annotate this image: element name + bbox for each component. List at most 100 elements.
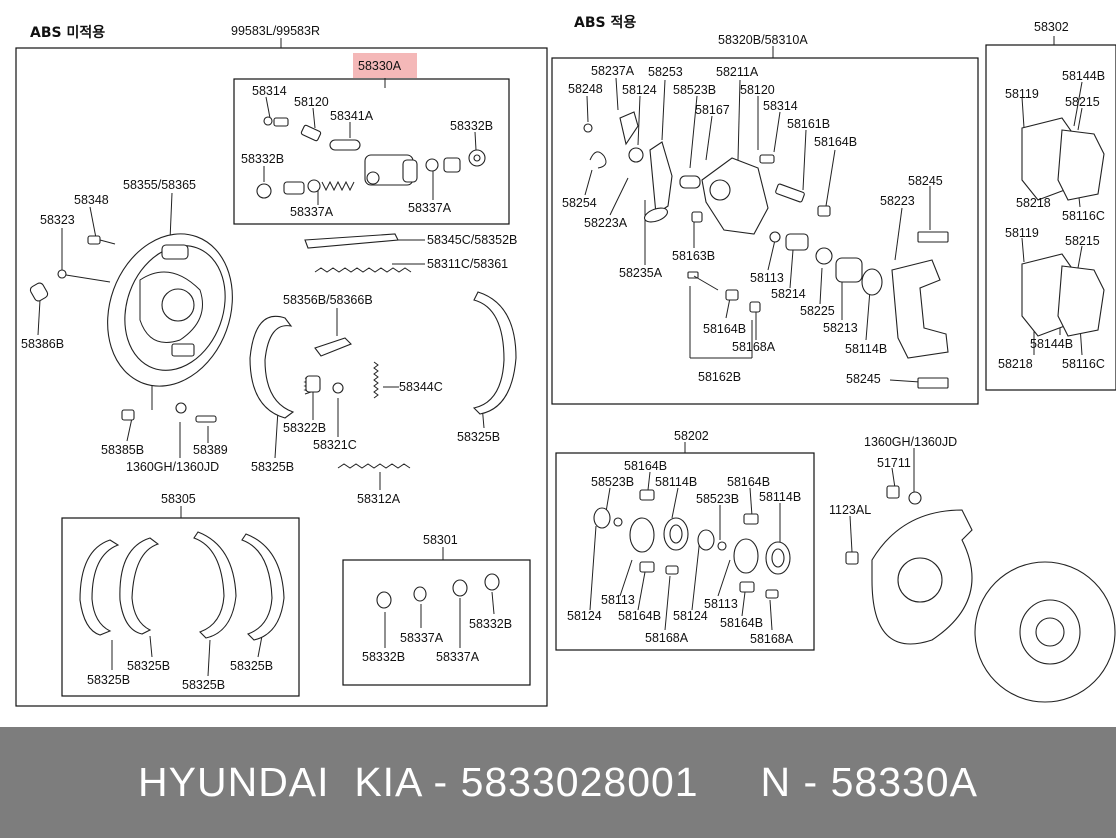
label-58325B: 58325B	[87, 673, 130, 687]
label-58248: 58248	[568, 82, 603, 96]
label-58348: 58348	[74, 193, 109, 207]
label-58322B: 58322B	[283, 421, 326, 435]
label-58332B: 58332B	[362, 650, 405, 664]
label-58214: 58214	[771, 287, 806, 301]
label-58164B: 58164B	[703, 322, 746, 336]
label-58211A: 58211A	[716, 65, 759, 79]
label-58356B-58366B: 58356B/58366B	[283, 293, 373, 307]
brake-pad-box	[985, 44, 1116, 391]
label-58337A: 58337A	[290, 205, 334, 219]
label-58355-58365: 58355/58365	[123, 178, 196, 192]
part-number-footer: HYUNDAI KIA - 5833028001 N - 58330A	[0, 727, 1116, 838]
label-58320B-58310A: 58320B/58310A	[718, 33, 808, 47]
highlight-badge	[353, 53, 417, 78]
label-58218: 58218	[998, 357, 1033, 371]
label-58345C-58352B: 58345C/58352B	[427, 233, 517, 247]
label-58167: 58167	[695, 103, 730, 117]
label-58332B: 58332B	[469, 617, 512, 631]
shoe-kit-icon	[79, 531, 285, 641]
label-58337A: 58337A	[408, 201, 452, 215]
label-58116C: 58116C	[1062, 209, 1105, 223]
label-58325B: 58325B	[182, 678, 225, 692]
label-58254: 58254	[562, 196, 597, 210]
label-58113: 58113	[704, 597, 738, 611]
label-58314: 58314	[763, 99, 798, 113]
disc-rotor-icon	[845, 485, 1116, 703]
caliper-icon	[583, 111, 949, 389]
label-58144B: 58144B	[1030, 337, 1073, 351]
label-58385B: 58385B	[101, 443, 144, 457]
label-58119: 58119	[1005, 226, 1039, 240]
section-title-abs-none: ABS 미적용	[30, 24, 105, 41]
label-58144B: 58144B	[1062, 69, 1105, 83]
caliper-kit-icon	[593, 489, 791, 599]
label-1123AL: 1123AL	[829, 503, 871, 517]
label-58321C: 58321C	[313, 438, 357, 452]
label-58323: 58323	[40, 213, 75, 227]
label-58314: 58314	[252, 84, 287, 98]
label-58120: 58120	[740, 83, 775, 97]
label-58223: 58223	[880, 194, 915, 208]
cylinder-kit-box	[342, 559, 531, 686]
wheel-cylinder-icon	[256, 116, 486, 199]
label-58114B: 58114B	[655, 475, 697, 489]
label-58305: 58305	[161, 492, 196, 506]
label-58162B: 58162B	[698, 370, 741, 384]
label-58163B: 58163B	[672, 249, 715, 263]
springs-icon	[303, 233, 412, 469]
label-58245: 58245	[908, 174, 943, 188]
label-51711: 51711	[877, 456, 911, 470]
wheel-cylinder-box	[233, 78, 510, 225]
cylinder-kit-icon	[376, 573, 500, 609]
label-58301: 58301	[423, 533, 458, 547]
label-58523B: 58523B	[591, 475, 634, 489]
label-58325B: 58325B	[230, 659, 273, 673]
section-title-abs-with: ABS 적용	[574, 14, 636, 31]
label-58202: 58202	[674, 429, 709, 443]
parts-diagram: ABS 미적용 ABS 적용	[15, 14, 1116, 707]
label-58223A: 58223A	[584, 216, 628, 230]
label-58389: 58389	[193, 443, 228, 457]
caliper-box	[551, 57, 979, 405]
label-58164B: 58164B	[814, 135, 857, 149]
label-1360GH-1360JD: 1360GH/1360JD	[864, 435, 957, 449]
label-58215: 58215	[1065, 95, 1100, 109]
footer-part-number-text: HYUNDAI KIA - 5833028001 N - 58330A	[138, 759, 978, 805]
label-58523B: 58523B	[673, 83, 716, 97]
label-58253: 58253	[648, 65, 683, 79]
label-58164B: 58164B	[624, 459, 667, 473]
label-58124: 58124	[567, 609, 602, 623]
label-58119: 58119	[1005, 87, 1039, 101]
label-58225: 58225	[800, 304, 835, 318]
label-58218: 58218	[1016, 196, 1051, 210]
label-58168A: 58168A	[750, 632, 794, 646]
label-99583L-99583R: 99583L/99583R	[231, 24, 320, 38]
label-58325B: 58325B	[457, 430, 500, 444]
label-58213: 58213	[823, 321, 858, 335]
label-58124: 58124	[622, 83, 657, 97]
brake-shoes-icon	[249, 291, 517, 419]
label-58325B: 58325B	[127, 659, 170, 673]
label-58332B: 58332B	[450, 119, 493, 133]
label-58124: 58124	[673, 609, 708, 623]
label-58344C: 58344C	[399, 380, 443, 394]
label-58235A: 58235A	[619, 266, 663, 280]
label-58114B: 58114B	[759, 490, 801, 504]
label-58337A: 58337A	[436, 650, 480, 664]
label-58168A: 58168A	[732, 340, 776, 354]
label-58312A: 58312A	[357, 492, 401, 506]
label-58386B: 58386B	[21, 337, 64, 351]
part-drawings	[29, 111, 1116, 703]
label-58302: 58302	[1034, 20, 1069, 34]
label-58337A: 58337A	[400, 631, 444, 645]
backing-plate-icon	[29, 233, 233, 423]
label-58523B: 58523B	[696, 492, 739, 506]
label-58168A: 58168A	[645, 631, 689, 645]
label-58237A: 58237A	[591, 64, 635, 78]
label-58114B: 58114B	[845, 342, 887, 356]
leader-lines	[37, 36, 1083, 677]
label-58330A-highlight: 58330A	[358, 59, 402, 73]
part-labels: 99583L/99583R 58330A 58314 58120 58341A …	[21, 20, 1105, 692]
label-58332B: 58332B	[241, 152, 284, 166]
label-58161B: 58161B	[787, 117, 830, 131]
